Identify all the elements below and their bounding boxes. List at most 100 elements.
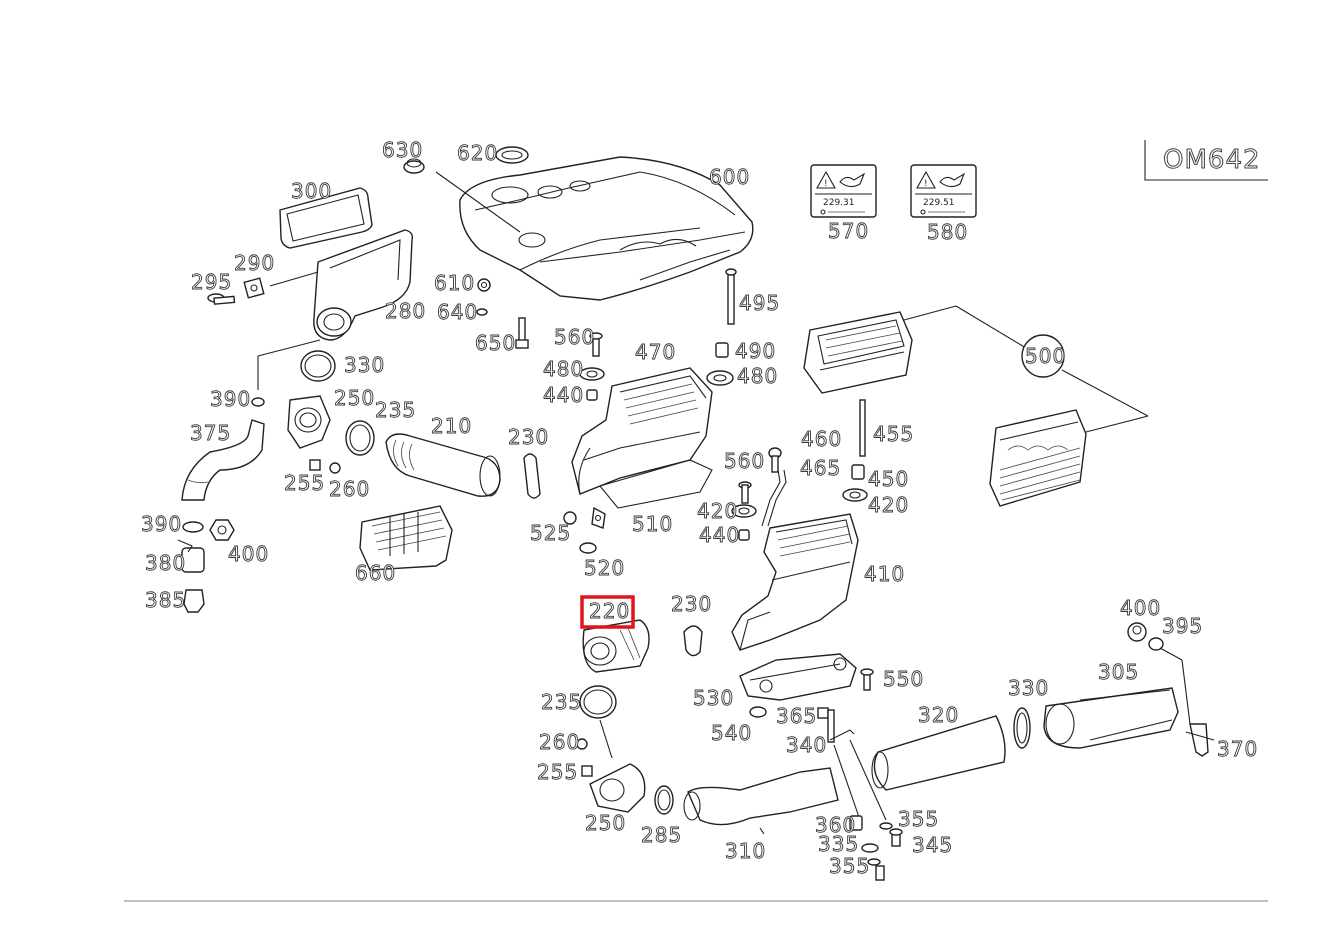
washer-395-part[interactable] [1148,637,1191,725]
bolt-495-part[interactable] [725,268,737,325]
callout-395[interactable]: 395 [1162,614,1203,639]
callout-380[interactable]: 380 [145,551,186,576]
seal-620-part[interactable] [495,146,529,164]
screw-560b-part[interactable] [768,447,782,473]
callout-355b[interactable]: 355 [829,854,870,879]
callout-510[interactable]: 510 [632,512,673,537]
bracket-290-part[interactable] [243,277,265,299]
warning-label-570[interactable]: ! 229.31 [810,164,877,218]
clip-390a-part[interactable] [251,397,265,407]
bushing-440a-part[interactable] [586,389,598,401]
callout-630[interactable]: 630 [382,138,423,163]
callout-570[interactable]: 570 [828,219,869,244]
callout-455[interactable]: 455 [873,422,914,447]
callout-390a[interactable]: 390 [210,387,251,412]
callout-480b[interactable]: 480 [737,364,778,389]
callout-640[interactable]: 640 [437,300,478,325]
connector-250b-part[interactable] [589,763,646,813]
callout-290[interactable]: 290 [234,251,275,276]
callout-235b[interactable]: 235 [541,690,582,715]
callout-385[interactable]: 385 [145,588,186,613]
bracket-340-part[interactable] [827,709,887,821]
callout-400a[interactable]: 400 [228,542,269,567]
callout-525[interactable]: 525 [530,521,571,546]
callout-250a[interactable]: 250 [334,386,375,411]
ring-330b-part[interactable] [1013,707,1031,749]
bushing-440b-part[interactable] [738,529,750,541]
part-220[interactable] [582,619,650,673]
callout-460[interactable]: 460 [801,427,842,452]
callout-580[interactable]: 580 [927,220,968,245]
callout-365[interactable]: 365 [776,704,817,729]
air-filter-housing-470-part[interactable] [571,367,713,509]
rubber-540-part[interactable] [749,706,767,718]
callout-500[interactable]: 500 [1025,344,1066,369]
callout-220[interactable]: 220 [589,599,630,624]
callout-355a[interactable]: 355 [898,807,939,832]
bolt-455-part[interactable] [859,399,866,457]
ring-330a-part[interactable] [257,339,336,390]
callout-420b[interactable]: 420 [868,493,909,518]
nut-525-part[interactable] [563,511,577,525]
air-filter-500-lower-part[interactable] [989,369,1149,507]
callout-230a[interactable]: 230 [508,425,549,450]
callout-330a[interactable]: 330 [344,353,385,378]
washer-355a-part[interactable] [879,822,893,830]
callout-420a[interactable]: 420 [697,499,738,524]
air-filter-500-upper-part[interactable] [803,305,1027,394]
callout-340[interactable]: 340 [786,733,827,758]
callout-530[interactable]: 530 [693,686,734,711]
bolt-650-part[interactable] [515,317,529,349]
clamp-365-part[interactable] [817,707,829,719]
callout-280[interactable]: 280 [385,299,426,324]
callout-440a[interactable]: 440 [543,383,584,408]
callout-295[interactable]: 295 [191,270,232,295]
callout-260b[interactable]: 260 [539,730,580,755]
rubber-480b-part[interactable] [706,370,734,386]
screw-260a-part[interactable] [329,462,341,474]
callout-490[interactable]: 490 [735,339,776,364]
ring-285-part[interactable] [654,785,674,815]
callout-345[interactable]: 345 [912,833,953,858]
callout-390b[interactable]: 390 [141,512,182,537]
clip-255a-part[interactable] [309,459,321,471]
ring-390b-part[interactable] [182,521,204,533]
grommet-400b-part[interactable] [1127,622,1147,642]
callout-400b[interactable]: 400 [1120,596,1161,621]
callout-375[interactable]: 375 [190,421,231,446]
callout-560b[interactable]: 560 [724,449,765,474]
gasket-300-part[interactable] [279,187,373,249]
callout-230b[interactable]: 230 [671,592,712,617]
callout-310[interactable]: 310 [725,839,766,864]
bushing-360-part[interactable] [849,815,863,831]
washer-355b-part[interactable] [867,858,881,866]
sleeve-380-part[interactable] [177,539,205,573]
callout-285[interactable]: 285 [641,823,682,848]
callout-620[interactable]: 620 [457,141,498,166]
callout-540[interactable]: 540 [711,721,752,746]
intake-hose-210-part[interactable] [385,433,501,497]
tube-310-part[interactable] [683,767,839,835]
rubber-420a-part[interactable] [731,504,757,518]
cap-385-part[interactable] [183,589,205,613]
callout-550[interactable]: 550 [883,667,924,692]
callout-660[interactable]: 660 [355,561,396,586]
clip-255b-part[interactable] [581,765,593,777]
callout-235a[interactable]: 235 [375,398,416,423]
clamp-235a-part[interactable] [345,420,375,456]
hose-465-part[interactable] [761,469,787,527]
nut-400a-part[interactable] [209,519,235,541]
callout-335[interactable]: 335 [818,832,859,857]
callout-255a[interactable]: 255 [284,471,325,496]
callout-470[interactable]: 470 [635,340,676,365]
tube-375-part[interactable] [181,419,265,501]
screw-260b-part[interactable] [576,738,588,750]
callout-210[interactable]: 210 [431,414,472,439]
callout-320[interactable]: 320 [918,703,959,728]
callout-255b[interactable]: 255 [537,760,578,785]
screw-560a-part[interactable] [589,332,603,357]
callout-650[interactable]: 650 [475,331,516,356]
bracket-530-part[interactable] [739,653,857,701]
callout-450[interactable]: 450 [868,467,909,492]
ring-335-part[interactable] [861,843,879,853]
